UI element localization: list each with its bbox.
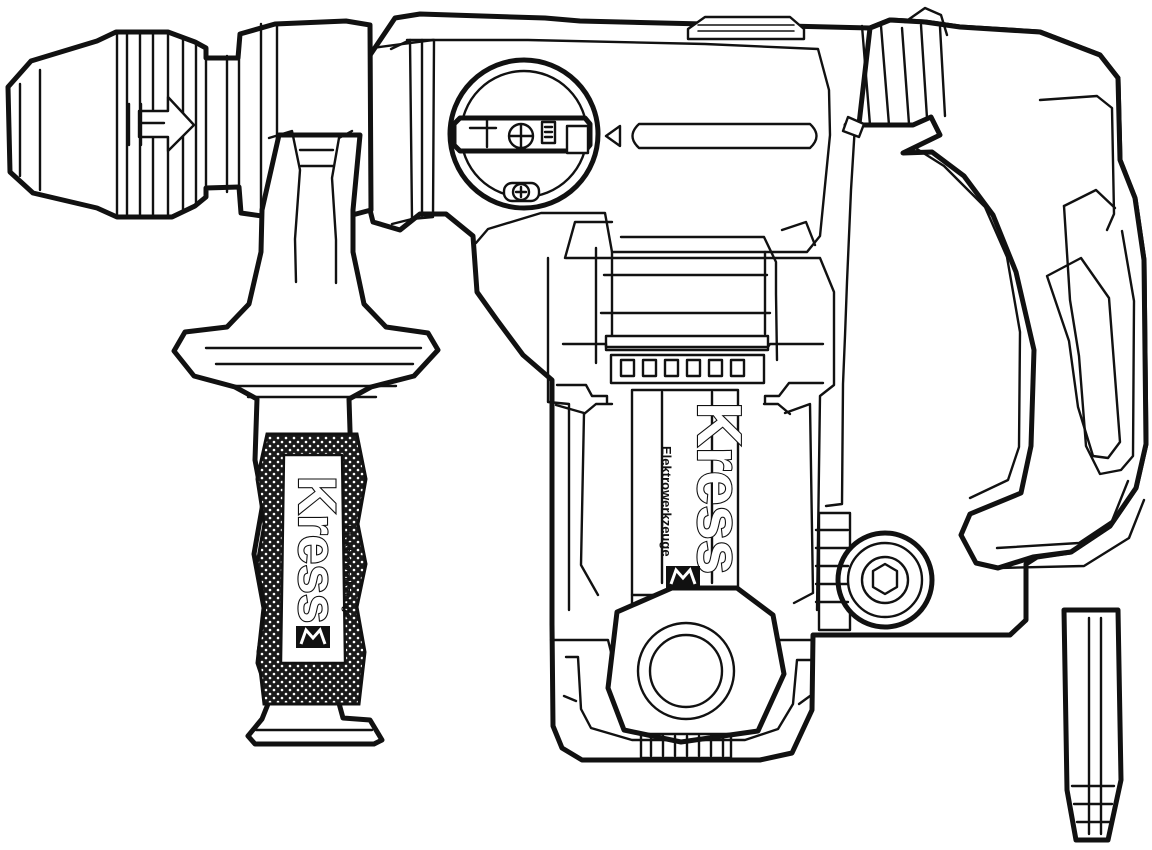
side-handle-brand-subtitle: Elektrowerkzeuge — [341, 525, 353, 619]
side-handle[interactable]: Kress Elektrowerkzeuge — [171, 129, 441, 747]
rear-handle[interactable] — [824, 17, 1149, 571]
top-ring-control[interactable] — [686, 15, 806, 41]
front-vent-cover — [605, 585, 787, 760]
kress-logo-icon — [666, 566, 700, 588]
kress-logo-icon — [296, 626, 330, 648]
cable-protector — [1061, 607, 1124, 843]
speed-wheel[interactable] — [604, 334, 770, 385]
mode-selector[interactable] — [447, 57, 622, 211]
hex-screw-icon — [814, 511, 935, 632]
selector-slot — [631, 122, 818, 150]
rear-top-detail — [841, 6, 949, 139]
front-brand-text: Kress — [684, 402, 753, 574]
front-brand-panel: Kress Elektrowerkzeuge — [630, 388, 754, 606]
side-handle-brand-text: Kress — [287, 476, 346, 623]
front-brand-subtitle: Elektrowerkzeuge — [659, 446, 674, 557]
